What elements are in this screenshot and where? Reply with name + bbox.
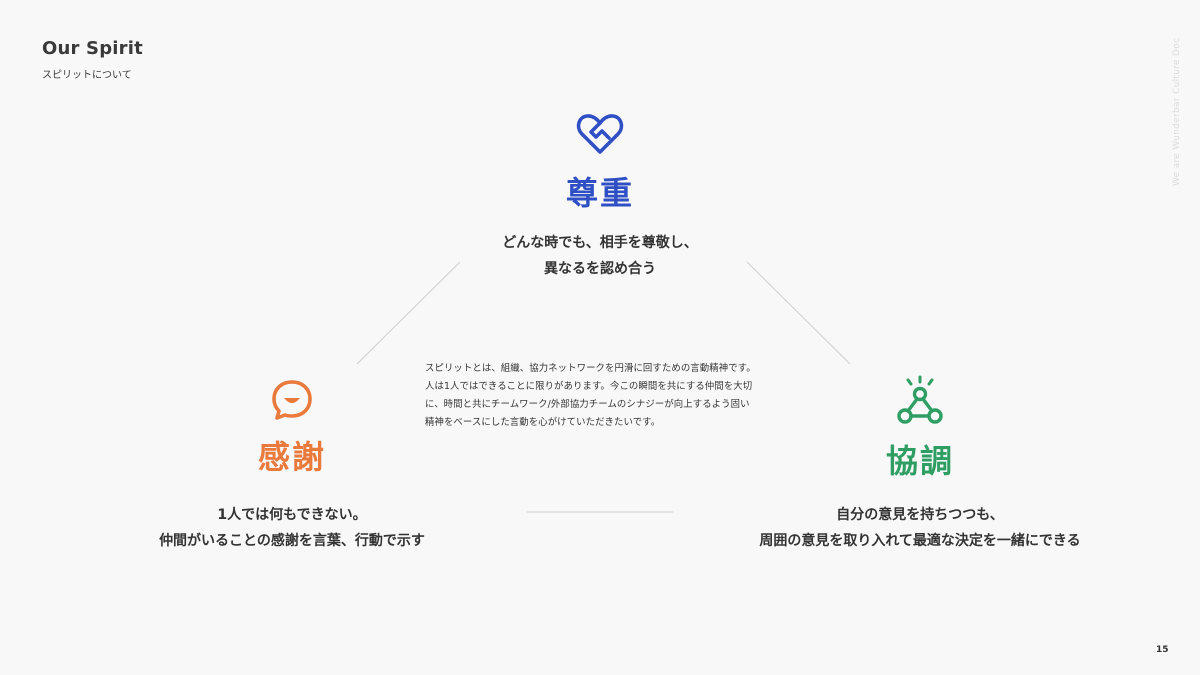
- spirit-description: スピリットとは、組織、協力ネットワークを円滑に回すための言動精神です。 人は1人…: [425, 363, 756, 428]
- value-respect: 尊重 どんな時でも、相手を尊敬し、 異なるを認め合う: [450, 112, 750, 282]
- network-nodes-icon: [897, 375, 943, 424]
- page-subtitle: スピリットについて: [42, 70, 132, 81]
- value-title: 協調: [885, 442, 954, 480]
- page-number: 15: [1156, 645, 1169, 655]
- connector-line-left: [356, 261, 461, 365]
- value-description: どんな時でも、相手を尊敬し、 異なるを認め合う: [502, 235, 698, 277]
- value-collab: 協調 自分の意見を持ちつつも、 周囲の意見を取り入れて最適な決定を一緒にできる: [730, 374, 1110, 554]
- smile-speech-bubble-icon: [272, 380, 312, 420]
- value-description: 1人では何もできない。 仲間がいることの感謝を言葉、行動で示す: [159, 507, 425, 549]
- value-title: 感謝: [257, 438, 326, 476]
- connector-line-right: [746, 261, 851, 365]
- value-thanks: 感謝 1人では何もできない。 仲間がいることの感謝を言葉、行動で示す: [132, 378, 452, 554]
- value-title: 尊重: [565, 174, 634, 212]
- value-description: 自分の意見を持ちつつも、 周囲の意見を取り入れて最適な決定を一緒にできる: [759, 507, 1081, 549]
- heart-handshake-icon: [576, 114, 624, 154]
- page-title: Our Spirit: [42, 38, 143, 59]
